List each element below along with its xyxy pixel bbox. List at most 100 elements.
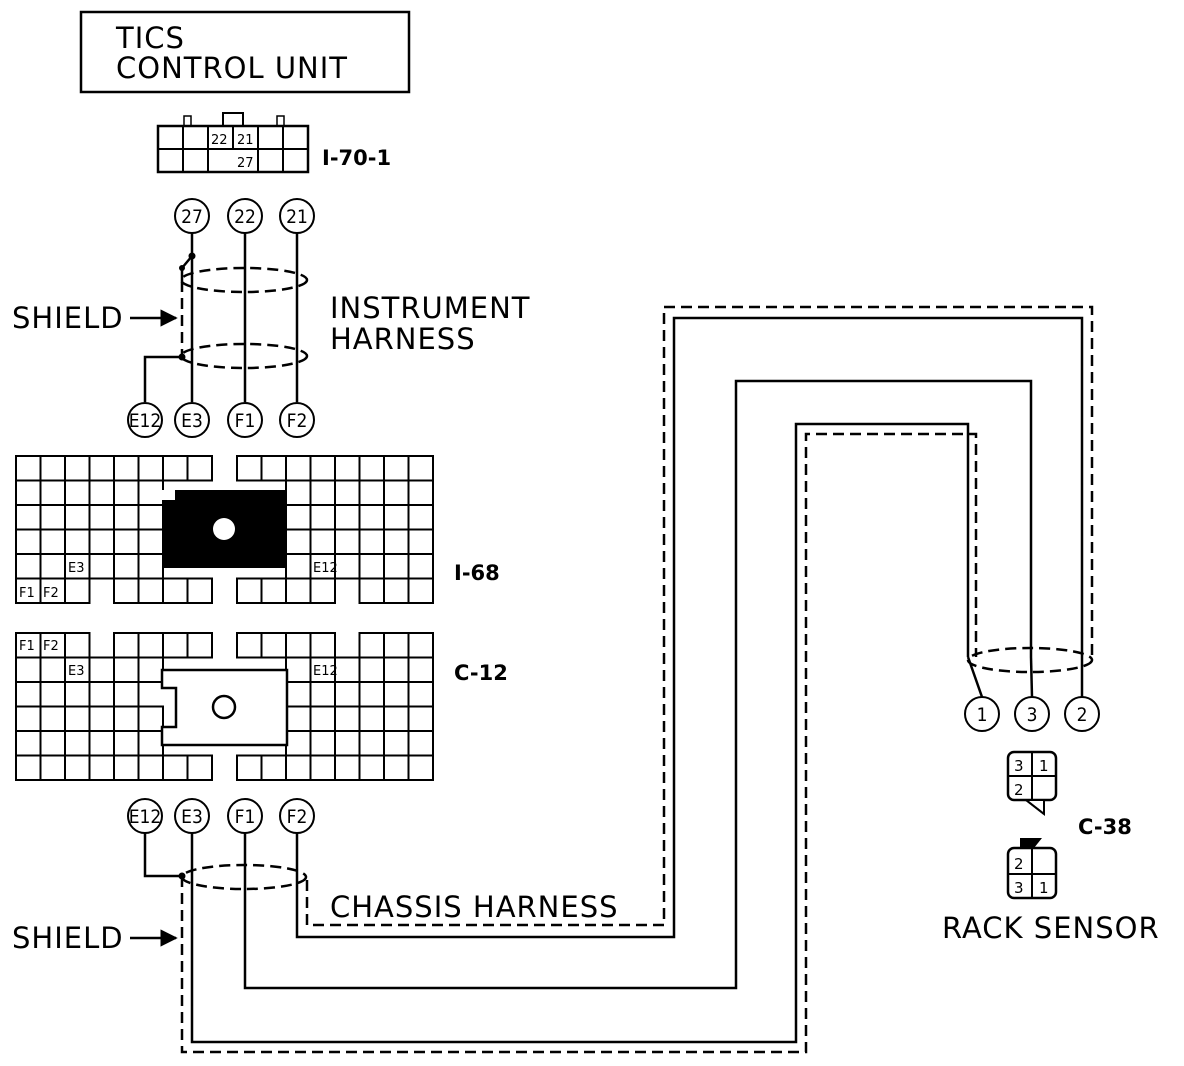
chassis-pin-e12: E12 (129, 806, 162, 828)
connector-cell (137, 730, 164, 757)
connector-cell (383, 553, 410, 580)
connector-cell (15, 479, 42, 506)
i70-id: I-70-1 (322, 146, 391, 170)
connector-cell (358, 754, 385, 781)
shield-top-text: SHIELD (12, 301, 124, 335)
cu-pin-21: 21 (286, 206, 308, 228)
connector-cell (358, 577, 385, 604)
connector-cell (39, 656, 66, 683)
c38-h-cell-2: 2 (1014, 781, 1024, 799)
connector-cell (15, 681, 42, 708)
connector-cell (236, 632, 263, 659)
instrument-harness-line2: HARNESS (330, 322, 476, 356)
connector-cell (407, 730, 434, 757)
connector-cell (383, 455, 410, 482)
connector-cell (260, 455, 287, 482)
sensor-pin-1: 1 (977, 704, 988, 726)
connector-cell (407, 705, 434, 732)
connector-cell (407, 577, 434, 604)
inst-pin-f2: F2 (287, 410, 308, 432)
inst-pin-e12: E12 (129, 410, 162, 432)
rs-cell-2: 2 (1014, 855, 1024, 873)
i70-cell-21: 21 (237, 133, 254, 148)
connector-cell (15, 553, 42, 580)
connector-cell (88, 553, 115, 580)
connector-cell (113, 553, 140, 580)
connector-cell (64, 681, 91, 708)
i68-center-hole (213, 518, 235, 540)
connector-cell (162, 577, 189, 604)
connector-cell (407, 681, 434, 708)
connector-cell (39, 479, 66, 506)
connector-cell (186, 455, 213, 482)
connector-cell (309, 528, 336, 555)
connector-cell (334, 754, 361, 781)
i70-cell-22: 22 (211, 133, 228, 148)
c38-h-cell-1: 1 (1039, 757, 1049, 775)
connector-cell (15, 754, 42, 781)
connector-cell (137, 656, 164, 683)
connector-cell (137, 553, 164, 580)
connector-cell (383, 705, 410, 732)
connector-cell (383, 504, 410, 531)
connector-cell (334, 479, 361, 506)
connector-cell (358, 681, 385, 708)
connector-cell (358, 528, 385, 555)
connector-cell (64, 528, 91, 555)
connector-cell (64, 754, 91, 781)
connector-cell (407, 553, 434, 580)
inst-pin-f1: F1 (235, 410, 256, 432)
connector-cell (358, 656, 385, 683)
connector-cell (383, 754, 410, 781)
connector-cell (358, 479, 385, 506)
instrument-harness-line1: INSTRUMENT (330, 291, 531, 325)
connector-cell (88, 455, 115, 482)
connector-cell (64, 455, 91, 482)
control-unit-line1: TICS (115, 21, 185, 55)
connector-cell (358, 553, 385, 580)
chassis-pin-e3: E3 (181, 806, 203, 828)
connector-cell (113, 705, 140, 732)
inst-pins: E12 E3 F1 F2 (127, 402, 315, 438)
i70-cell-27: 27 (237, 156, 254, 171)
connector-cell (309, 754, 336, 781)
connector-cell (137, 479, 164, 506)
connector-cell (113, 504, 140, 531)
connector-cell (64, 705, 91, 732)
connector-cell (358, 730, 385, 757)
control-unit: TICS CONTROL UNIT (79, 10, 411, 94)
connector-cell (137, 705, 164, 732)
connector-cell (407, 656, 434, 683)
connector-cell (260, 632, 287, 659)
sensor-pin-2: 2 (1077, 704, 1088, 726)
connector-cell (64, 577, 91, 604)
connector-cell (334, 553, 361, 580)
shield-bottom-text: SHIELD (12, 921, 124, 955)
c12-cell-f1: F1 (19, 639, 35, 654)
connector-cell (285, 632, 312, 659)
connector-cell (64, 479, 91, 506)
connector-cell (113, 730, 140, 757)
connector-cell (407, 632, 434, 659)
connector-cell (39, 681, 66, 708)
connector-cell (39, 528, 66, 555)
connector-cell (285, 754, 312, 781)
rs-cell-3: 3 (1014, 879, 1024, 897)
connector-cell (285, 479, 312, 506)
connector-cell (383, 681, 410, 708)
connector-cell (309, 455, 336, 482)
connector-cell (334, 528, 361, 555)
connector-cell (236, 754, 263, 781)
rs-cell-1: 1 (1039, 879, 1049, 897)
connector-cell (186, 577, 213, 604)
connector-cell (383, 577, 410, 604)
connector-cell (285, 730, 312, 757)
connector-cell (285, 455, 312, 482)
c38-id: C-38 (1078, 815, 1132, 839)
connector-cell (285, 577, 312, 604)
connector-cell (285, 656, 312, 683)
connector-cell (15, 730, 42, 757)
connector-cell (162, 632, 189, 659)
connector-cell (383, 479, 410, 506)
